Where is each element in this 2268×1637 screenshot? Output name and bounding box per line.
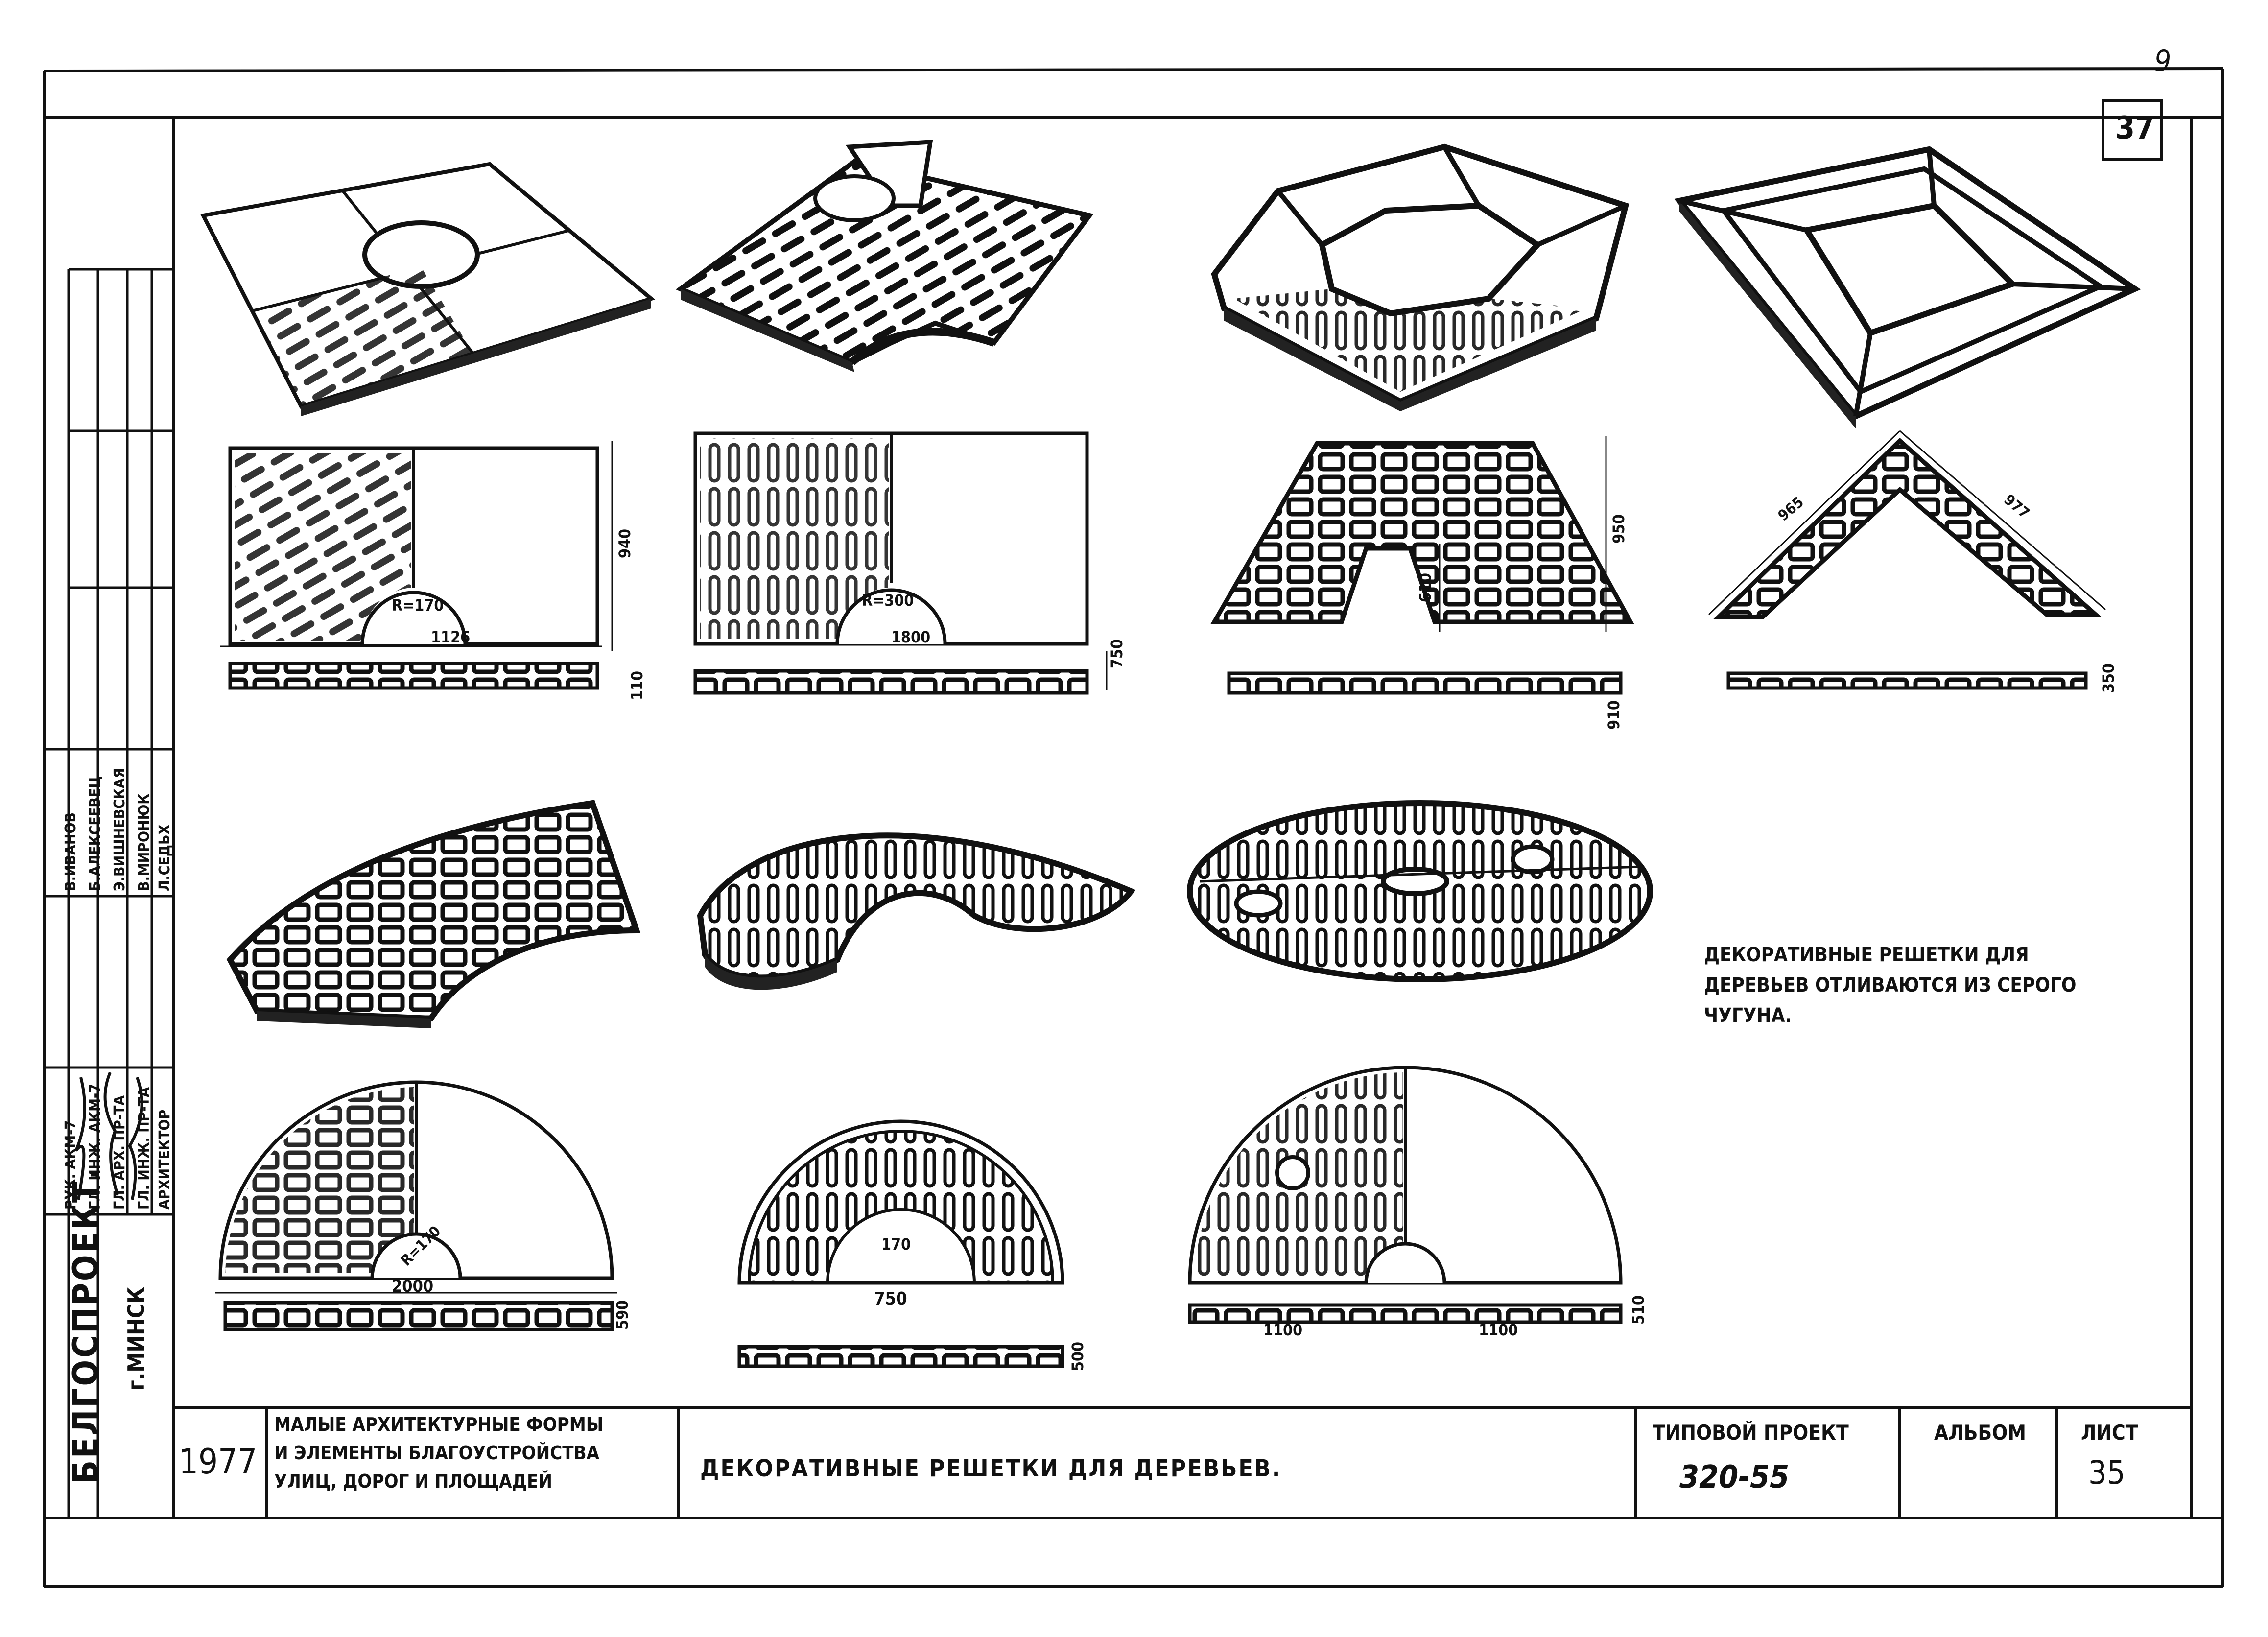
dim-trap-height: 950 (1609, 514, 1628, 544)
dim-trap-inner: 610 (1416, 572, 1435, 602)
plan-semicircle-grating-3 (1188, 1066, 1623, 1324)
dim-trap-thickness: 910 (1605, 700, 1623, 730)
note-line-2: ДЕРЕВЬЕВ ОТЛИВАЮТСЯ ИЗ СЕРОГО (1704, 974, 2077, 996)
side-stamp-grid (44, 268, 174, 1518)
sheet-number-box (2102, 99, 2163, 161)
sheet-number: 37 (2115, 110, 2155, 146)
dim-hc2-thickness: 500 (1068, 1341, 1087, 1371)
title-block-grid (174, 1406, 2191, 1518)
grating-perspective-half-ring (697, 832, 1136, 990)
staff-name-4: В.МИРОНЮК (136, 793, 153, 891)
staff-role-3: ГЛ. АРХ. ПР-ТА (111, 1095, 128, 1210)
grating-perspective-quarter-ring (226, 800, 641, 1028)
series-line-2: И ЭЛЕМЕНТЫ БЛАГОУСТРОЙСТВА (274, 1442, 600, 1464)
note-line-3: ЧУГУНА. (1704, 1004, 1792, 1027)
project-label: ТИПОВОЙ ПРОЕКТ (1653, 1421, 1849, 1445)
dim-hc1-thickness: 590 (613, 1300, 632, 1329)
staff-role-1: РУК. АКМ-7 (62, 1120, 79, 1210)
note-line-1: ДЕКОРАТИВНЫЕ РЕШЕТКИ ДЛЯ (1704, 944, 2029, 966)
dim-fan-thickness: 750 (1108, 639, 1126, 668)
dim-fan-radius: R=300 (862, 591, 914, 610)
dim-hc2-radius: 170 (881, 1235, 911, 1254)
dim-fan-width: 1800 (891, 628, 931, 646)
org-name: БЕЛГОСПРОЕКТ. (66, 1166, 106, 1484)
staff-name-5: Л.СЕДЬХ (156, 824, 173, 891)
project-number: 320-55 (1679, 1459, 1790, 1495)
plan-fan-grating (693, 431, 1108, 695)
grating-perspective-fan (675, 140, 1094, 372)
series-line-3: УЛИЦ, ДОРОГ И ПЛОЩАДЕЙ (274, 1471, 553, 1492)
sheet-label: ЛИСТ (2081, 1421, 2138, 1445)
dim-sq-thickness: 110 (628, 670, 646, 700)
plan-square-grating (220, 441, 613, 690)
drawing-title: ДЕКОРАТИВНЫЕ РЕШЕТКИ ДЛЯ ДЕРЕВЬЕВ. (700, 1455, 1282, 1482)
staff-role-2: ГЛ. ИНЖ. АКМ-7 (87, 1084, 104, 1210)
series-line-1: МАЛЫЕ АРХИТЕКТУРНЫЕ ФОРМЫ (274, 1414, 604, 1435)
grating-perspective-square (200, 162, 656, 416)
dim-tri-thickness: 350 (2099, 663, 2118, 693)
plan-triangle-grating (1708, 430, 2106, 690)
dim-hc1-width: 2000 (392, 1277, 434, 1296)
dim-sq-height: 940 (615, 528, 634, 558)
dim-sq-radius: R=170 (392, 596, 444, 615)
staff-role-4: ГЛ. ИНЖ. ПР-ТА (136, 1087, 153, 1210)
corner-mark: 9 (2154, 44, 2172, 78)
series-title: МАЛЫЕ АРХИТЕКТУРНЫЕ ФОРМЫ И ЭЛЕМЕНТЫ БЛА… (274, 1415, 603, 1491)
dim-hc3-right: 1100 (1479, 1321, 1518, 1339)
staff-role-5: АРХИТЕКТОР (156, 1109, 173, 1210)
grating-perspective-hexagon (1211, 143, 1630, 411)
staff-name-3: Э.ВИШНЕВСКАЯ (111, 768, 128, 891)
sheet-frame (43, 67, 2224, 1588)
year: 1977 (179, 1442, 258, 1482)
staff-name-2: Б.АЛЕКСЕЕВЕЦ (87, 776, 104, 891)
org-city: г.МИНСК (123, 1286, 149, 1391)
plan-trapezoid-grating (1210, 436, 1634, 695)
sheet-value: 35 (2088, 1454, 2126, 1492)
dim-sq-width: 1126 (431, 628, 471, 646)
dim-hc2-width: 750 (874, 1289, 907, 1309)
staff-name-1: В.ИВАНОВ (62, 812, 79, 891)
grating-perspective-round (1187, 800, 1653, 982)
album-label: АЛЬБОМ (1934, 1421, 2026, 1445)
dim-hc3-left: 1100 (1263, 1321, 1303, 1339)
plan-semicircle-grating-2 (737, 1119, 1064, 1368)
signatures (74, 1071, 143, 1200)
grating-perspective-square-frame (1674, 146, 2141, 428)
dim-hc3-thickness: 510 (1629, 1295, 1648, 1325)
plan-semicircle-grating-1 (215, 1080, 617, 1331)
material-note: ДЕКОРАТИВНЫЕ РЕШЕТКИ ДЛЯ ДЕРЕВЬЕВ ОТЛИВА… (1704, 945, 2077, 1025)
